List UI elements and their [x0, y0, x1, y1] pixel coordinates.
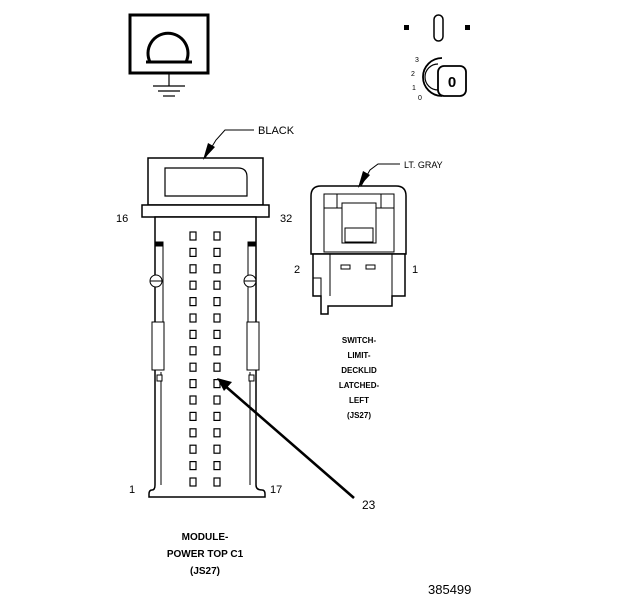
main-pin-17-label: 17 — [270, 484, 282, 496]
main-connector-name-line1: MODULE- — [182, 532, 229, 543]
main-connector-labels: BLACK 16 32 1 17 MODULE- POWER TOP C1 (J… — [116, 125, 295, 577]
pin-cavity — [213, 346, 221, 356]
ignition-key-label: 0 — [448, 74, 456, 91]
ground-symbol-icon — [128, 13, 210, 97]
pin-cavity — [189, 461, 197, 471]
pin-cavity — [213, 264, 221, 274]
callout-number: 23 — [362, 498, 376, 512]
switch-name-line5: LEFT — [349, 396, 369, 405]
pin-cavity — [213, 297, 221, 307]
pin-cavity — [189, 379, 197, 389]
figure-number: 385499 — [428, 582, 471, 597]
pin-cavity — [189, 264, 197, 274]
switch-pin-2-label: 2 — [294, 264, 300, 276]
main-connector-rails — [149, 217, 260, 485]
pin-cavity — [213, 247, 221, 257]
pin-cavity — [189, 477, 197, 487]
callout-23: 23 — [217, 378, 376, 512]
pin-cavity — [213, 461, 221, 471]
pin-cavity — [213, 444, 221, 454]
main-connector-name-line2: POWER TOP C1 — [167, 549, 244, 560]
pin-cavity — [189, 362, 197, 372]
ignition-switch-icon: 0 3 2 1 0 — [404, 14, 470, 102]
pin-cavity — [213, 428, 221, 438]
ignition-pos-0: 0 — [418, 95, 422, 102]
pin-cavity — [213, 280, 221, 290]
switch-pin-1-label: 1 — [412, 264, 418, 276]
pin-cavity — [213, 313, 221, 323]
pin-cavity — [189, 231, 197, 241]
ignition-pos-2: 2 — [411, 71, 415, 78]
main-connector — [141, 157, 270, 498]
switch-name-line2: LIMIT- — [347, 351, 370, 360]
ignition-pos-3: 3 — [415, 57, 419, 64]
pin-cavity — [189, 411, 197, 421]
pin-cavity — [213, 329, 221, 339]
main-connector-color-label: BLACK — [258, 125, 295, 137]
pin-cavity — [213, 379, 221, 389]
pin-cavity — [189, 346, 197, 356]
main-connector-name-line3: (JS27) — [190, 566, 220, 577]
pin-cavity — [189, 247, 197, 257]
ignition-pos-1: 1 — [412, 85, 416, 92]
pin-cavity — [189, 428, 197, 438]
pin-cavity — [213, 395, 221, 405]
pin-cavity — [213, 231, 221, 241]
pin-cavity — [213, 411, 221, 421]
switch-name-line1: SWITCH- — [342, 336, 377, 345]
pin-cavity — [189, 395, 197, 405]
pin-cavity — [189, 280, 197, 290]
main-pin-1-label: 1 — [129, 484, 135, 496]
main-connector-pins — [189, 231, 221, 487]
pin-cavity — [213, 477, 221, 487]
switch-name-line3: DECKLID — [341, 366, 377, 375]
switch-connector-color-label: LT. GRAY — [404, 160, 443, 170]
switch-name-line4: LATCHED- — [339, 381, 380, 390]
pin-cavity — [189, 329, 197, 339]
pin-cavity — [189, 313, 197, 323]
main-pin-32-label: 32 — [280, 213, 292, 225]
pin-cavity — [189, 297, 197, 307]
switch-name-line6: (JS27) — [347, 411, 371, 420]
pin-cavity — [189, 444, 197, 454]
pin-cavity — [213, 362, 221, 372]
switch-connector — [310, 185, 407, 315]
switch-connector-labels: LT. GRAY 2 1 SWITCH- LIMIT- DECKLID LATC… — [294, 160, 443, 420]
main-pin-16-label: 16 — [116, 213, 128, 225]
